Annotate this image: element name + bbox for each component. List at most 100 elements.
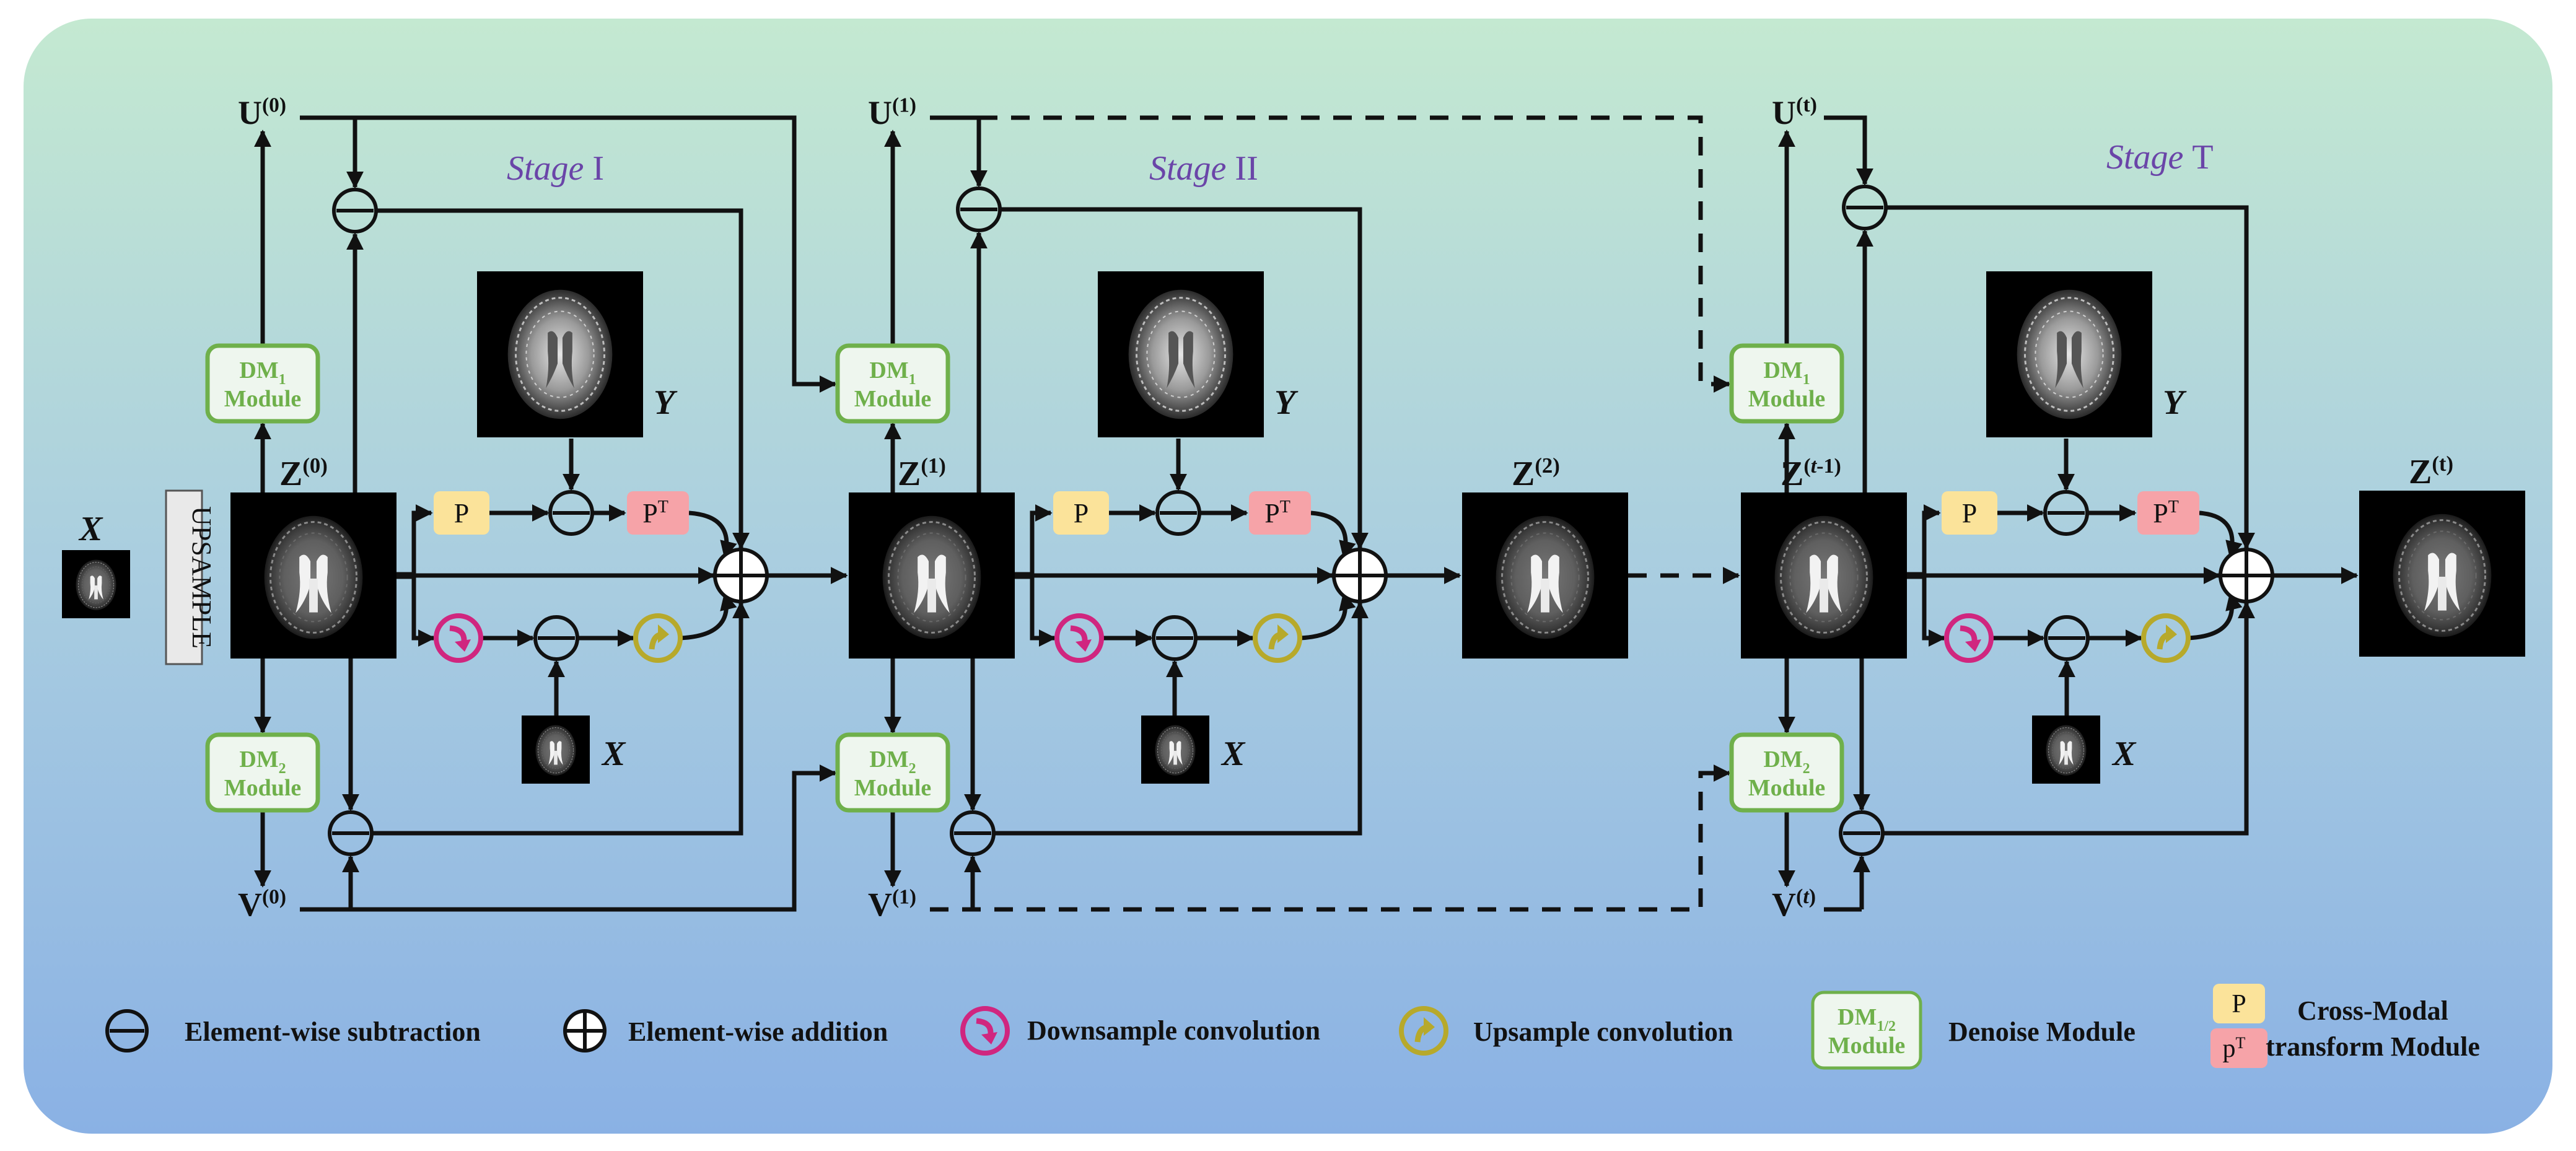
dm-module-title: DM1 [869, 357, 916, 388]
upsample-block-bg [165, 489, 203, 665]
x-label: X [601, 735, 626, 773]
upsample-head [658, 624, 669, 643]
upsample-head [1277, 624, 1289, 643]
subtraction-circle [1842, 185, 1888, 230]
up-to-adder-arrow [1299, 592, 1356, 641]
addition-node [1332, 548, 1388, 603]
bottom-subtraction-node [950, 810, 996, 856]
legend-cross-modal-line2: transform Module [2266, 1031, 2480, 1062]
u0-to-dm1-stage2-arrow [355, 115, 837, 393]
pt-box-label: PT [642, 497, 668, 528]
downsample-conv-icon [1944, 613, 1994, 663]
v-label: V(1) [868, 886, 916, 923]
v-label: V(0) [238, 886, 286, 923]
dm-module-label: Module [854, 775, 932, 801]
upsample-block: UPSAMPLE [165, 489, 217, 665]
dm-module-bg [835, 732, 950, 813]
z2-mri-image [1461, 491, 1629, 660]
z-mri-image [229, 491, 398, 660]
legend-cross-modal-line1: Cross-Modal [2297, 996, 2448, 1026]
x-mri-image [521, 715, 590, 784]
downsample-head [455, 639, 471, 652]
dm-module-title: DM2 [869, 746, 916, 777]
dm-module-title: DM1 [1763, 357, 1810, 388]
y-label: Y [1274, 383, 1299, 422]
p-subtraction-node [548, 490, 594, 536]
x-mri-image [2031, 715, 2101, 784]
legend-pt-icon: pT [2210, 1028, 2267, 1068]
y-mri-image [1985, 270, 2153, 439]
downsample-head [1076, 639, 1092, 652]
subtraction-circle [1155, 490, 1201, 536]
u-label: U(t) [1772, 94, 1817, 131]
legend-downsample-text: Downsample convolution [1027, 1015, 1320, 1046]
botsub-to-adder-arrow [994, 601, 1369, 836]
dm-module-label: Module [1748, 386, 1826, 412]
y-mri-image [1097, 270, 1265, 439]
pt-box-bg [1249, 491, 1311, 535]
dm-module-bg [205, 732, 320, 813]
legend-p-bg [2213, 984, 2265, 1023]
legend-p-label: P [2232, 990, 2246, 1018]
subtraction-circle [533, 615, 579, 661]
subtraction-circle [956, 186, 1002, 232]
v1-to-dm2-stageT-arrow [930, 764, 1731, 912]
dm-module-label: Module [854, 386, 932, 412]
legend-addition-text: Element-wise addition [628, 1017, 888, 1047]
upsample-circle [1399, 1006, 1448, 1056]
upsample-circle [2141, 613, 2191, 663]
topsub-to-adder-arrow [1886, 205, 2255, 550]
botsub-to-adder-arrow [1883, 601, 2255, 836]
upsample-conv-icon [2141, 613, 2191, 663]
zt-label: Z(t) [2409, 452, 2453, 491]
p-box-label: P [454, 498, 469, 528]
upsample-conv-icon [633, 613, 683, 663]
x-label: X [2111, 735, 2137, 773]
top-subtraction-node [956, 186, 1002, 232]
legend-dm-label: Module [1828, 1033, 1906, 1059]
p-box: P [1942, 491, 1997, 535]
subtraction-circle [2044, 615, 2090, 661]
pt-box-bg [2137, 491, 2199, 535]
subtraction-circle [548, 490, 594, 536]
pt-box: PT [1249, 491, 1311, 535]
downsample-circle [960, 1006, 1010, 1056]
u1-to-dm1-stageT-arrow [979, 115, 1731, 393]
bottom-subtraction-node [328, 810, 374, 856]
z2-label: Z(2) [1512, 453, 1560, 493]
z-mri-image [1740, 491, 1908, 660]
ut-to-topsub-arrow [1824, 115, 1873, 186]
u-label: U(1) [868, 94, 916, 131]
upsample-head [2166, 624, 2177, 643]
y-label: Y [654, 383, 678, 422]
downsample-conv-icon [434, 613, 483, 663]
z-to-down-arrow [1015, 574, 1056, 647]
subtraction-circle [950, 810, 996, 856]
pt-box: PT [2137, 491, 2199, 535]
up-to-adder-arrow [680, 592, 737, 641]
p-box-bg [1053, 491, 1109, 535]
down-subtraction-node [533, 615, 579, 661]
p-subtraction-node [1155, 490, 1201, 536]
addition-node [713, 548, 769, 603]
downsample-head [1965, 639, 1981, 652]
dm-module-bg [1729, 343, 1844, 424]
downsample-conv-icon [1054, 613, 1104, 663]
pt-box: PT [627, 491, 689, 535]
downsample-circle [434, 613, 483, 663]
botsub-to-adder-arrow [372, 601, 750, 836]
u-label: U(0) [238, 94, 286, 131]
upsample-circle [633, 613, 683, 663]
addition-node [2219, 548, 2274, 603]
pt-to-adder-arrow [1310, 510, 1356, 559]
top-subtraction-node [1842, 185, 1888, 230]
legend-denoise-text: Denoise Module [1948, 1017, 2136, 1047]
